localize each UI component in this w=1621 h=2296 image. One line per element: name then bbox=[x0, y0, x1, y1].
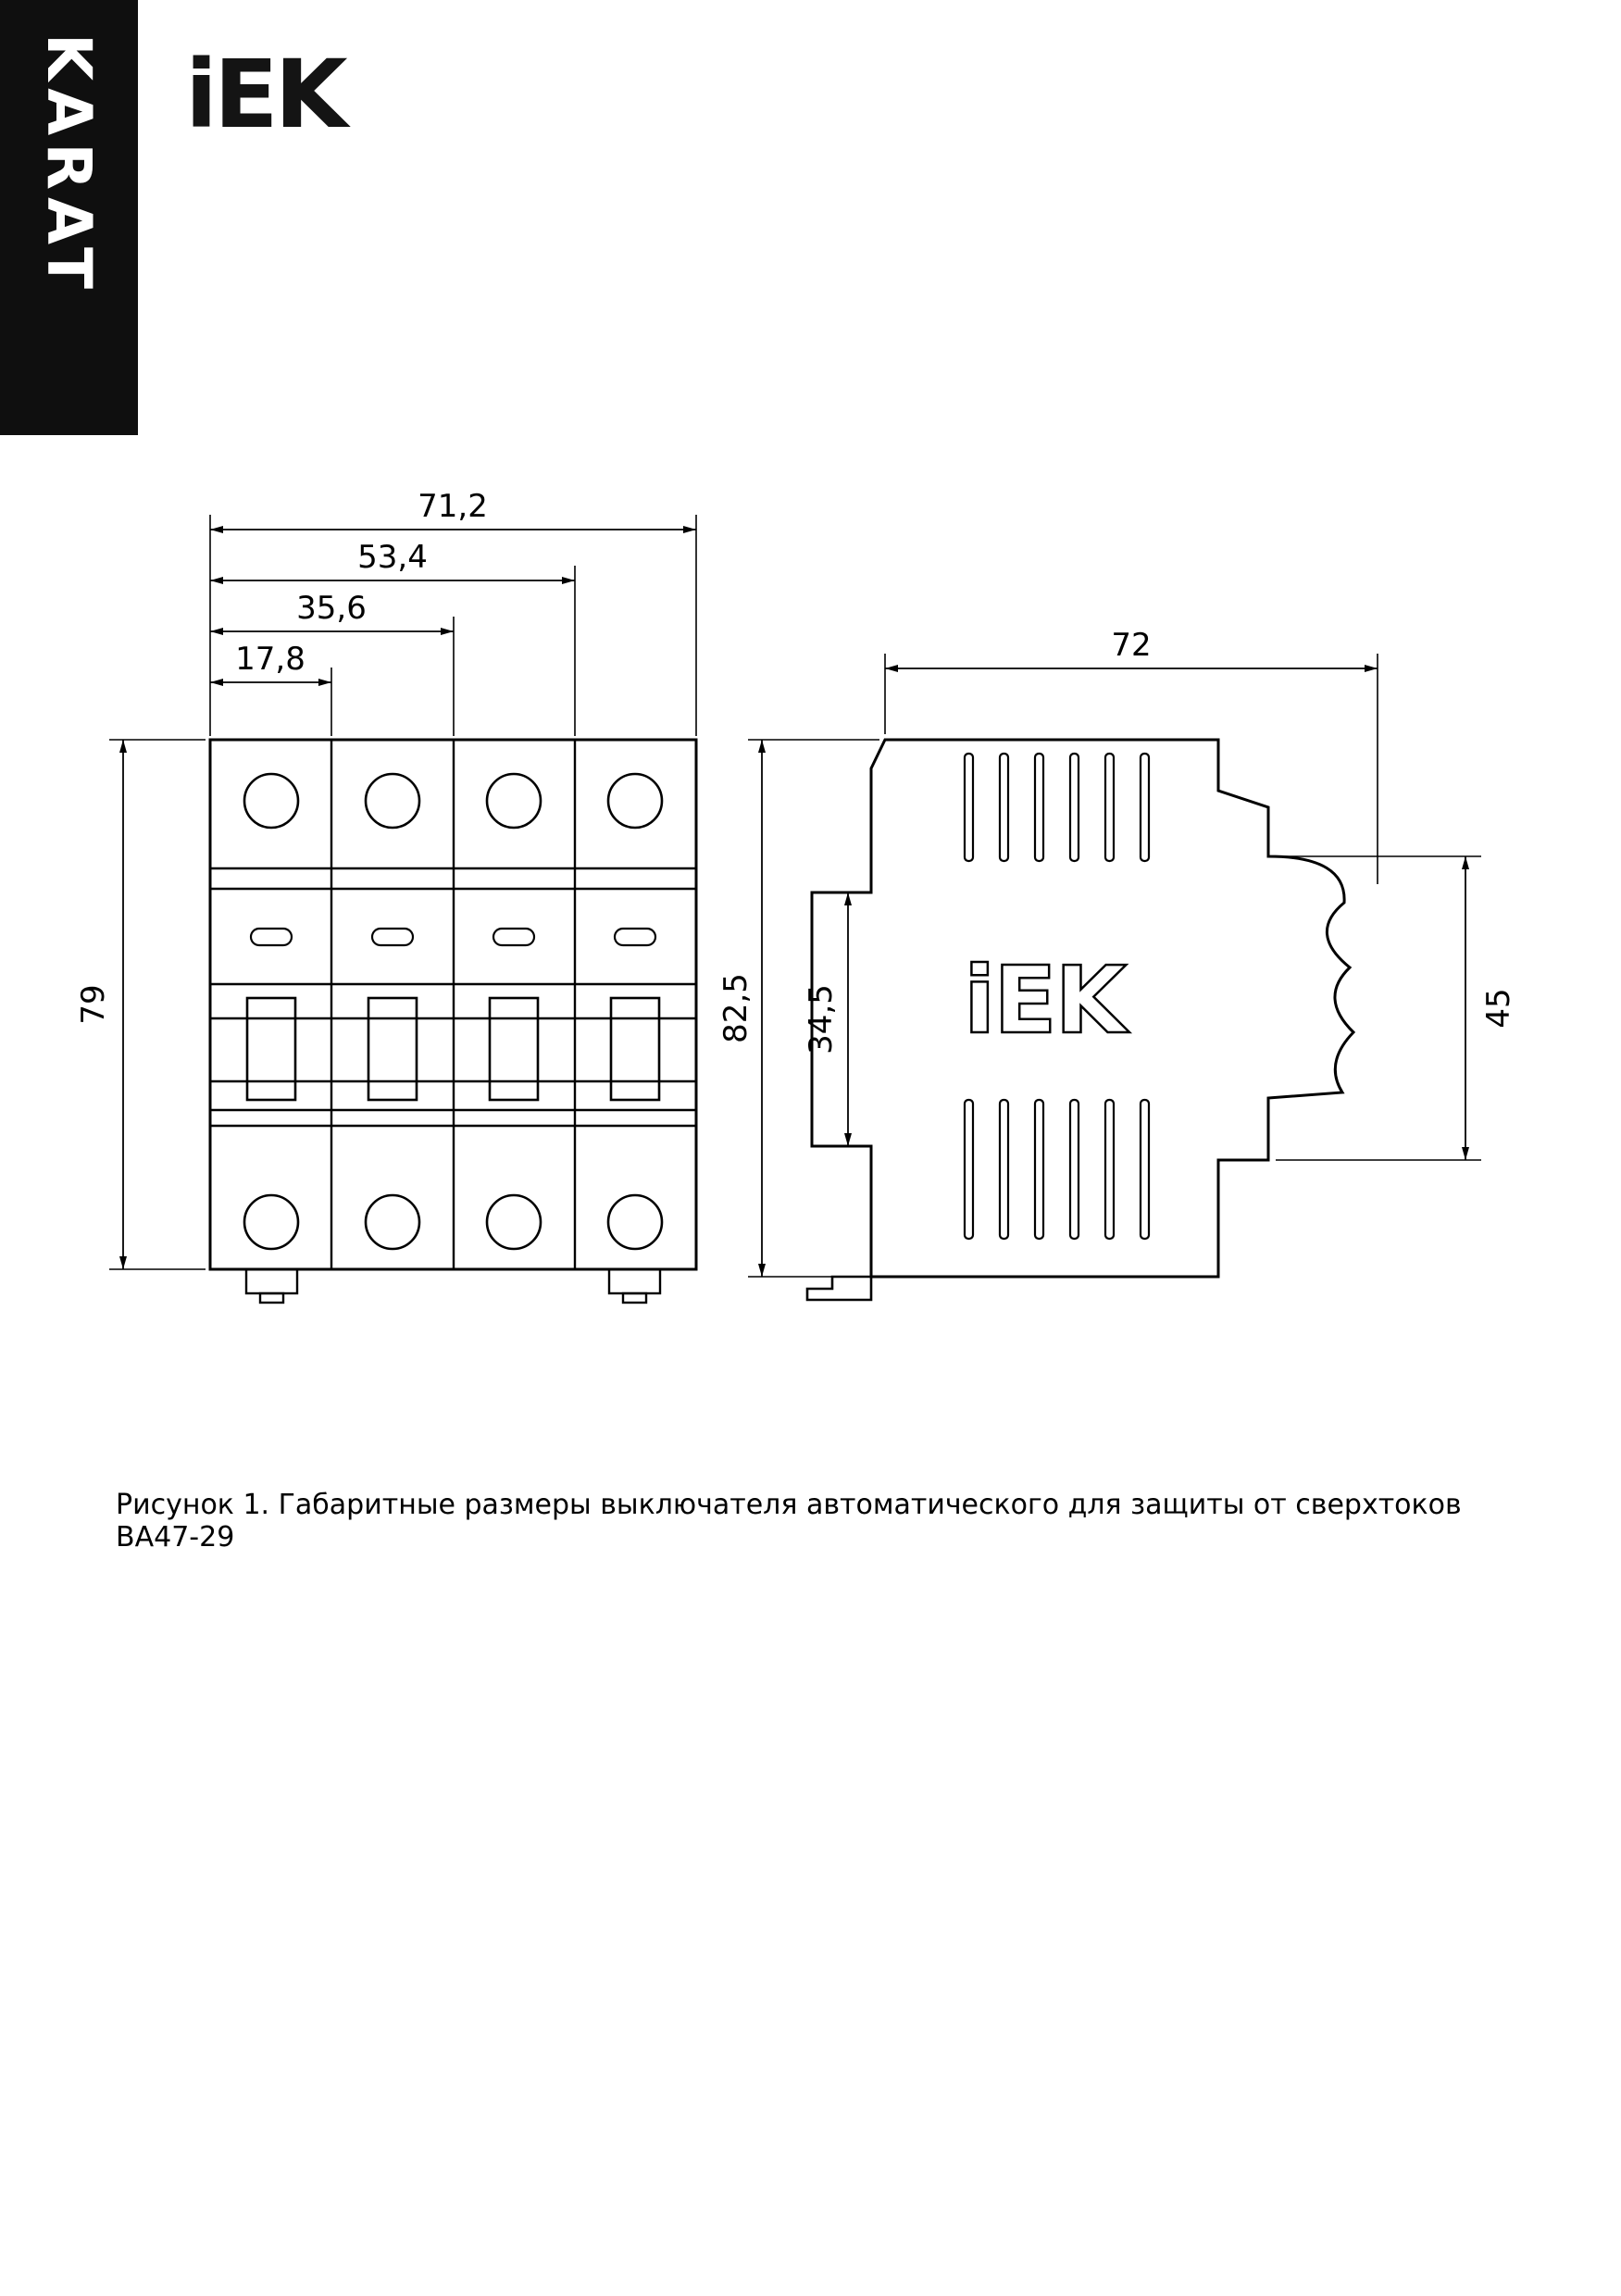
din-clip-side bbox=[805, 1275, 873, 1302]
side-view-body-outline bbox=[810, 738, 1356, 1279]
dim-width-1mod: 17,8 bbox=[235, 641, 305, 678]
dim-height: 79 bbox=[75, 984, 112, 1024]
side-view-dimensions: 72 82,5 34,5 45 bbox=[717, 627, 1517, 1278]
figure-caption: Рисунок 1. Габаритные размеры выключател… bbox=[116, 1489, 1462, 1554]
toggle-handle bbox=[488, 996, 540, 1102]
dim-height-total: 82,5 bbox=[717, 973, 754, 1043]
front-view-body bbox=[208, 738, 698, 1271]
marking-slot bbox=[249, 927, 293, 947]
vent-slot bbox=[998, 752, 1010, 863]
din-clip bbox=[244, 1267, 299, 1295]
dim-rail-height: 34,5 bbox=[803, 984, 840, 1054]
vent-slot bbox=[1033, 752, 1045, 863]
karat-brand-block: KARAT bbox=[0, 0, 138, 435]
terminal-screw bbox=[243, 1193, 300, 1251]
vent-slot bbox=[1139, 1098, 1151, 1241]
toggle-handle bbox=[609, 996, 661, 1102]
dim-width-2mod: 35,6 bbox=[296, 590, 367, 627]
marking-slot bbox=[370, 927, 415, 947]
vent-slot bbox=[1033, 1098, 1045, 1241]
terminal-screw bbox=[243, 772, 300, 830]
terminal-screw bbox=[485, 1193, 542, 1251]
vent-slot bbox=[1104, 752, 1116, 863]
terminal-screw bbox=[364, 772, 421, 830]
marking-slot bbox=[613, 927, 657, 947]
vent-slot bbox=[963, 752, 975, 863]
toggle-handle bbox=[367, 996, 418, 1102]
vent-slot bbox=[1068, 1098, 1080, 1241]
terminal-screw bbox=[364, 1193, 421, 1251]
din-clip bbox=[607, 1267, 662, 1295]
front-view-dimensions: 71,2 53,4 35,6 17,8 79 bbox=[75, 488, 697, 1270]
vent-slot bbox=[998, 1098, 1010, 1241]
dim-front-height: 45 bbox=[1480, 988, 1517, 1028]
din-clip-foot bbox=[621, 1292, 648, 1304]
marking-slot bbox=[492, 927, 536, 947]
vent-slot bbox=[1139, 752, 1151, 863]
terminal-screw bbox=[485, 772, 542, 830]
vent-slots-top bbox=[963, 752, 1151, 863]
toggle-handle bbox=[245, 996, 297, 1102]
vent-slots-bottom bbox=[963, 1098, 1151, 1241]
din-clip-foot bbox=[258, 1292, 285, 1304]
side-view: iEK bbox=[805, 738, 1356, 1302]
front-view bbox=[208, 738, 698, 1304]
dim-width-total: 71,2 bbox=[418, 488, 488, 525]
vent-slot bbox=[963, 1098, 975, 1241]
terminal-screw bbox=[606, 772, 664, 830]
dim-depth: 72 bbox=[1111, 627, 1151, 664]
vent-slot bbox=[1068, 752, 1080, 863]
dim-width-3mod: 53,4 bbox=[357, 539, 428, 576]
iek-logo-embossed: iEK bbox=[964, 946, 1130, 1054]
terminal-screw bbox=[606, 1193, 664, 1251]
vent-slot bbox=[1104, 1098, 1116, 1241]
iek-logo: iEK bbox=[185, 40, 348, 150]
